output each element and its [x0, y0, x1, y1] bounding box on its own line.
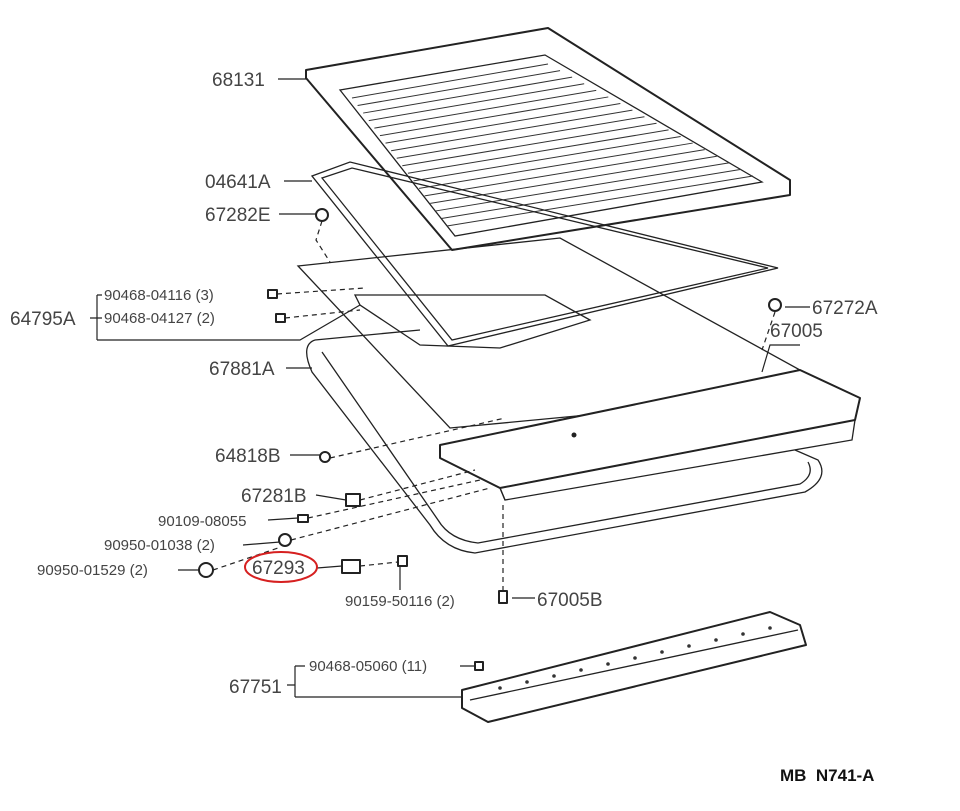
glass-rib-line — [351, 63, 549, 99]
glass-rib-line — [396, 116, 645, 159]
deflector-panel — [439, 369, 861, 501]
label-04641A: 04641A — [205, 172, 271, 193]
label-90159-50116: 90159-50116 (2) — [345, 593, 455, 610]
label-64818B: 64818B — [215, 446, 281, 467]
glass-rib-line — [379, 96, 609, 137]
glass-rib-line — [413, 135, 681, 182]
label-90468-04127: 90468-04127 (2) — [104, 310, 215, 327]
garnish-hole — [633, 656, 637, 660]
garnish-hole — [606, 662, 610, 666]
garnish-hole — [498, 686, 502, 690]
garnish-hole — [579, 668, 583, 672]
assembly-lines — [212, 220, 776, 590]
hardware — [198, 208, 782, 671]
glass-panel — [305, 27, 791, 251]
glass-rib-line — [368, 83, 585, 122]
bracket-67281B — [345, 493, 361, 507]
label-67293: 67293 — [252, 558, 305, 579]
label-67005: 67005 — [770, 321, 823, 342]
glass-rib-line — [424, 149, 705, 197]
screw-90159-50116 — [397, 555, 408, 567]
stopper-67272A — [768, 298, 782, 312]
label-67281B: 67281B — [241, 486, 307, 507]
garnish-hole — [525, 680, 529, 684]
label-90950-01529: 90950-01529 (2) — [37, 562, 148, 579]
screw-90468-04127 — [275, 313, 286, 323]
label-67005B: 67005B — [537, 590, 603, 611]
glass-rib-line — [363, 76, 573, 114]
pin-67005B — [498, 590, 508, 604]
glass-rib-line — [441, 168, 742, 219]
glass-rib-line — [446, 175, 754, 227]
glass-rib-line — [418, 142, 693, 189]
plug-90950-01529 — [198, 562, 214, 578]
housing-frame — [306, 329, 823, 554]
garnish-hole — [714, 638, 718, 642]
garnish-hole — [687, 644, 691, 648]
glass-rib-line — [391, 109, 633, 152]
label-90468-05060: 90468-05060 (11) — [309, 658, 427, 675]
garnish-hole — [741, 632, 745, 636]
weatherstrip — [310, 161, 779, 347]
bolt-90109-08055 — [297, 514, 309, 523]
glass-rib-line — [357, 70, 561, 107]
label-67282E: 67282E — [205, 205, 271, 226]
label-90109-08055: 90109-08055 — [158, 513, 246, 530]
glass-rib-line — [430, 155, 717, 204]
garnish-hole — [660, 650, 664, 654]
reference-code: MB N741-A — [780, 766, 874, 785]
label-68131: 68131 — [212, 70, 265, 91]
label-64795A: 64795A — [10, 309, 76, 330]
garnish-hole — [552, 674, 556, 678]
glass-rib-line — [435, 162, 729, 212]
clip-64818B — [319, 451, 331, 463]
glass-rib-line — [402, 122, 657, 167]
label-67881A: 67881A — [209, 359, 275, 380]
screw-90468-05060 — [474, 661, 484, 671]
label-90468-04116: 90468-04116 (3) — [104, 287, 214, 304]
glass-rib-line — [385, 103, 621, 144]
garnish-hole — [768, 626, 772, 630]
label-90950-01038: 90950-01038 (2) — [104, 537, 215, 554]
screw-90468-04116 — [267, 289, 278, 299]
stopper-67282E — [315, 208, 329, 222]
part-labels: 68131 04641A 67282E 64795A 90468-04116 (… — [10, 70, 878, 785]
leader-lines — [90, 78, 810, 698]
label-67272A: 67272A — [812, 298, 878, 319]
front-garnish — [461, 611, 807, 723]
label-67751: 67751 — [229, 677, 282, 698]
glass-rib-line — [374, 89, 597, 129]
plug-90950-01038 — [278, 533, 292, 547]
highlight-ellipse — [244, 551, 318, 583]
bracket-67293 — [341, 559, 361, 574]
glass-rib-line — [407, 129, 669, 174]
